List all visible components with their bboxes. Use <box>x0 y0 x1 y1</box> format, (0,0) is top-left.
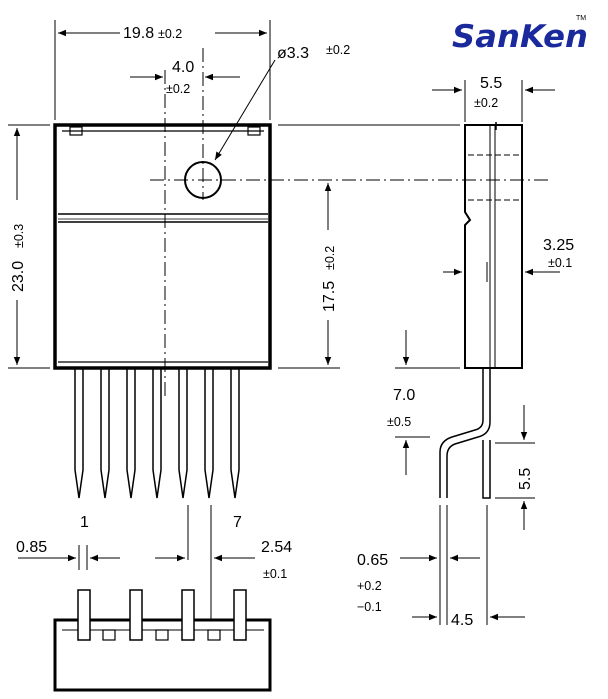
dim-thickness-tol: ±0.2 <box>474 96 498 110</box>
dim-thickness: 5.5 <box>480 75 502 92</box>
dim-lead-thickness-tol-minus: −0.1 <box>357 600 382 614</box>
front-leads <box>74 368 240 620</box>
dim-lead-tail: 5.5 <box>517 468 534 490</box>
pin-first-label: 1 <box>80 514 89 531</box>
side-view <box>439 122 523 625</box>
dim-height-tol: ±0.3 <box>12 224 26 248</box>
pin-last-label: 7 <box>233 514 242 531</box>
dim-tab-thickness-tol: ±0.1 <box>548 256 572 270</box>
dim-tab-thickness: 3.25 <box>543 237 574 254</box>
dimension-lines <box>8 20 560 621</box>
dim-width-overall: 19.8 <box>123 25 154 42</box>
sanken-logo: SanKen TM <box>452 15 588 55</box>
trademark-mark: TM <box>576 15 586 22</box>
dim-lead-thickness-tol-plus: +0.2 <box>357 579 382 593</box>
dim-lead-thickness: 0.65 <box>357 552 388 569</box>
dim-lead-bend-tol: ±0.5 <box>387 415 411 429</box>
dim-hole-diameter-tol: ±0.2 <box>326 43 350 57</box>
dim-lead-width: 0.85 <box>16 539 47 556</box>
dim-hole-diameter: ø3.3 <box>277 45 309 62</box>
bottom-view <box>53 589 272 692</box>
package-body <box>53 123 272 370</box>
dim-width-overall-tol: ±0.2 <box>158 27 182 41</box>
front-view <box>53 48 550 400</box>
dim-pitch-tol: ±0.1 <box>263 567 287 581</box>
dim-lead-offset: 4.5 <box>451 612 473 629</box>
dim-lead-bend: 7.0 <box>393 387 415 404</box>
dim-height: 23.0 <box>10 261 27 292</box>
logo-wordmark: SanKen <box>452 19 588 55</box>
dim-hole-offset-tol: ±0.2 <box>166 82 190 96</box>
dimension-labels: 19.8 ±0.2 4.0 ±0.2 ø3.3 ±0.2 5.5 ±0.2 23… <box>10 25 574 629</box>
dim-hole-offset: 4.0 <box>172 59 194 76</box>
dim-hole-height-tol: ±0.2 <box>323 246 337 270</box>
dim-pitch: 2.54 <box>261 539 292 556</box>
dim-hole-height: 17.5 <box>321 281 338 312</box>
